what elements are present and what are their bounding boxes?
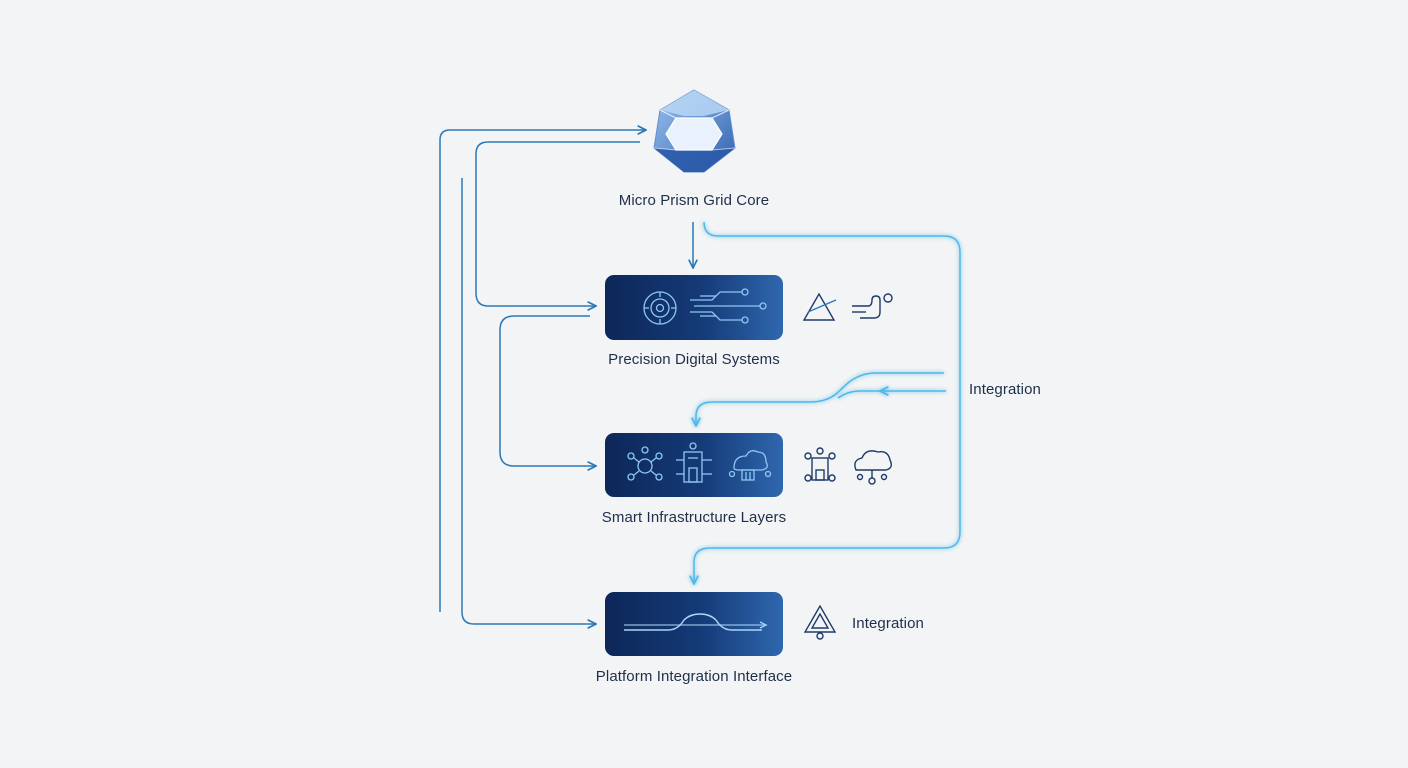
connector-integration-branch (837, 390, 880, 399)
connector-precision-to-infra (499, 315, 596, 466)
cloud-node-icon (854, 450, 893, 485)
integration-label-platform: Integration (852, 615, 924, 632)
gear-circuit-icon (643, 291, 677, 325)
building-node-icon (804, 447, 836, 482)
connector-lines (439, 130, 693, 624)
node-precision (605, 275, 783, 340)
node-label-precision: Precision Digital Systems (608, 351, 780, 368)
node-label-platform: Platform Integration Interface (595, 668, 793, 685)
connector-integration-in (696, 372, 944, 426)
node-label-infrastructure: Smart Infrastructure Layers (601, 509, 787, 526)
connector-core-to-precision (475, 141, 640, 306)
integration-connectors (694, 221, 961, 584)
signal-curve-icon (624, 613, 768, 631)
connector-core-integration-loop (694, 221, 961, 584)
core-label: Micro Prism Grid Core (618, 192, 770, 209)
node-platform (605, 592, 783, 656)
node-infrastructure (605, 433, 783, 497)
light-ray-icon (852, 293, 893, 319)
building-network-icon (676, 442, 712, 483)
connector-outer-loop (439, 130, 646, 612)
cloud-grid-icon (728, 450, 772, 481)
triangle-node-icon (803, 604, 837, 640)
network-node-icon (627, 446, 663, 481)
connector-to-platform (461, 178, 596, 624)
prism-triangle-icon (802, 292, 837, 321)
circuit-traces-icon (690, 288, 767, 324)
integration-label-right: Integration (969, 381, 1041, 398)
prism-hexagon-icon (653, 89, 736, 173)
